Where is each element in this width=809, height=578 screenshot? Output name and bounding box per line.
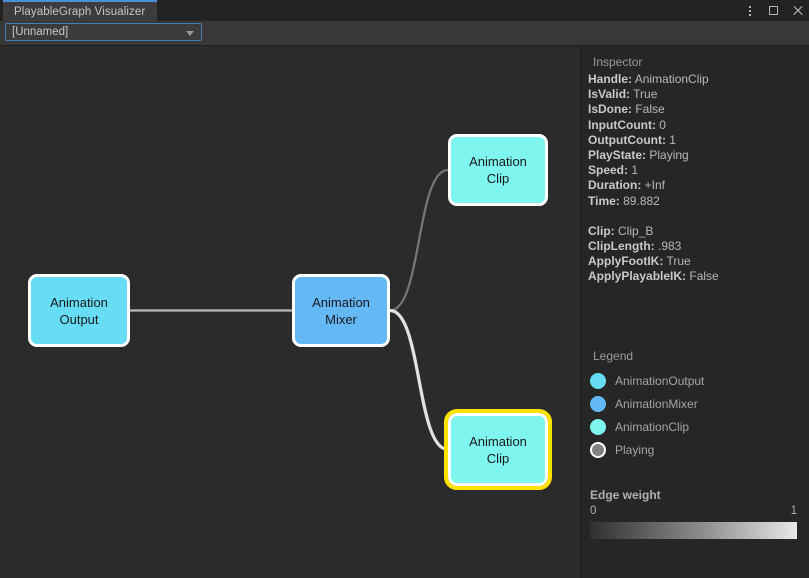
node-label-line2: Clip xyxy=(486,171,510,186)
title-bar: PlayableGraph Visualizer xyxy=(0,0,809,21)
inspector-row-label: IsDone: xyxy=(588,102,633,117)
inspector-row-label: IsValid: xyxy=(588,87,631,102)
window-controls xyxy=(743,0,804,21)
inspector-row-value: 1 xyxy=(665,132,676,147)
node-label-line1: Animation xyxy=(469,433,527,449)
inspector-row-value: 1 xyxy=(628,163,639,178)
inspector-row: IsDone: False xyxy=(588,102,806,117)
inspector-title: Inspector xyxy=(593,55,643,69)
inspector-row: IsValid: True xyxy=(588,87,806,102)
inspector-row-label: PlayState: xyxy=(588,148,647,163)
inspector-row: InputCount: 0 xyxy=(588,118,806,133)
node-label-line1: Animation xyxy=(50,294,108,310)
edge-clip-top-to-mixer xyxy=(388,168,450,312)
inspector-row: Time: 89.882 xyxy=(588,194,806,209)
inspector-row-value: True xyxy=(663,254,691,269)
inspector-row: ClipLength: .983 xyxy=(588,239,806,254)
graph-selector-dropdown[interactable]: [Unnamed] xyxy=(5,23,202,41)
inspector-row: OutputCount: 1 xyxy=(588,133,806,148)
legend-item-label: AnimationClip xyxy=(615,419,690,434)
legend-item: AnimationClip xyxy=(590,415,805,438)
inspector-row-label: Time: xyxy=(588,193,620,208)
inspector-row-label: ApplyFootIK: xyxy=(588,254,664,269)
edge-weight-max: 1 xyxy=(790,505,797,517)
graph-edges xyxy=(128,168,450,452)
inspector-row-value: +Inf xyxy=(641,178,666,193)
edge-weight-title: Edge weight xyxy=(590,488,661,502)
inspector-row-value: Clip_B xyxy=(614,223,654,238)
inspector-row-value: True xyxy=(630,87,658,102)
graph-selector-value: [Unnamed] xyxy=(12,26,69,38)
edge-weight-gradient xyxy=(590,522,797,539)
inspector-row-label: OutputCount: xyxy=(588,132,666,147)
legend-item-label: Playing xyxy=(615,442,655,457)
inspector-row-value: 0 xyxy=(655,117,666,132)
close-icon[interactable] xyxy=(791,4,804,17)
inspector-row: Handle: AnimationClip xyxy=(588,72,806,87)
node-label-line1: Animation xyxy=(312,294,370,310)
inspector-row: Speed: 1 xyxy=(588,163,806,178)
legend-item: AnimationMixer xyxy=(590,392,805,415)
inspector-row-label: InputCount: xyxy=(588,117,656,132)
legend-title: Legend xyxy=(593,349,634,363)
legend-item: AnimationOutput xyxy=(590,369,805,392)
inspector-row-value: .983 xyxy=(654,239,682,254)
inspector-row-label: Clip: xyxy=(588,223,615,238)
edge-clip-bottom-to-mixer xyxy=(388,308,450,452)
inspector-row: Clip: Clip_B xyxy=(588,224,806,239)
edge-weight-min: 0 xyxy=(590,505,597,517)
inspector-row-label: Speed: xyxy=(588,163,629,178)
node-label-line2: Output xyxy=(59,311,99,327)
legend-color-swatch-icon xyxy=(590,395,606,412)
inspector-row-value: AnimationClip xyxy=(632,72,709,86)
inspector-section-gap xyxy=(588,209,806,224)
inspector-row-value: False xyxy=(632,102,665,117)
edge-weight-scale: 0 1 xyxy=(590,505,797,517)
node-label-line1: Animation xyxy=(469,154,527,169)
toolbar: [Unnamed] xyxy=(0,21,809,45)
inspector-row-value: Playing xyxy=(646,148,689,163)
inspector-row: ApplyPlayableIK: False xyxy=(588,269,806,284)
maximize-icon[interactable] xyxy=(767,4,780,17)
legend-color-swatch-icon xyxy=(590,441,606,458)
inspector-row-label: ApplyPlayableIK: xyxy=(588,269,687,284)
inspector-row: ApplyFootIK: True xyxy=(588,254,806,269)
legend-color-swatch-icon xyxy=(590,372,606,389)
legend-item: Playing xyxy=(590,438,805,461)
inspector-row-label: Duration: xyxy=(588,178,642,193)
tab-label: PlayableGraph Visualizer xyxy=(14,5,146,18)
inspector-row: PlayState: Playing xyxy=(588,148,806,163)
menu-kebab-icon[interactable] xyxy=(743,4,756,17)
inspector-row-value: 89.882 xyxy=(619,193,660,208)
legend-item-label: AnimationOutput xyxy=(615,373,705,388)
node-label-line2: Mixer xyxy=(325,311,357,327)
panel-divider xyxy=(580,45,581,578)
tab-playablegraph-visualizer[interactable]: PlayableGraph Visualizer xyxy=(3,0,158,21)
inspector-row-label: ClipLength: xyxy=(588,239,655,254)
node-label-line2: Clip xyxy=(486,450,510,466)
chevron-down-icon xyxy=(186,31,194,36)
inspector-row-value: False xyxy=(686,269,719,284)
inspector-row: Duration: +Inf xyxy=(588,178,806,193)
legend-item-label: AnimationMixer xyxy=(615,396,698,411)
legend-color-swatch-icon xyxy=(590,418,606,435)
inspector-row-label: Handle: xyxy=(588,72,633,86)
